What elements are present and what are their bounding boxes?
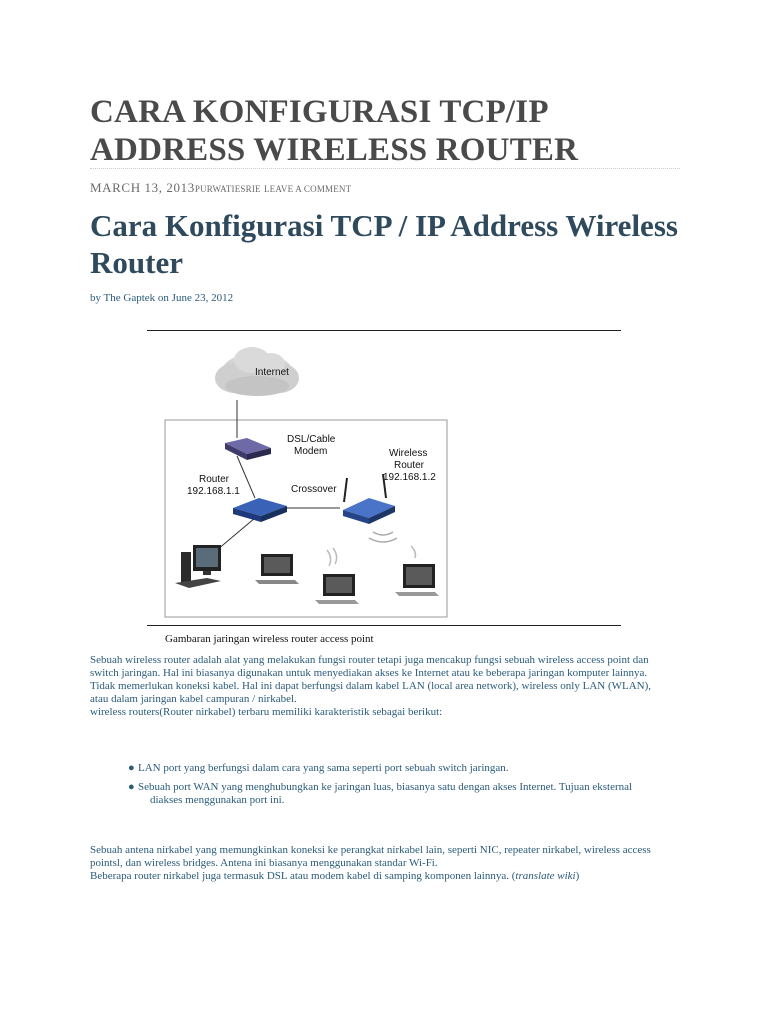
antenna-line: Beberapa router nirkabel juga termasuk D… [90,870,580,882]
intro-line: Tidak memerlukan koneksi kabel. Hal ini … [90,680,652,692]
wireless-label-line1: Wireless [389,448,427,459]
laptop-icon [395,564,439,596]
post-date[interactable]: MARCH 13, 2013 [90,180,195,195]
router-ip-label: 192.168.1.1 [187,486,240,497]
desktop-computer-icon [175,545,221,588]
wifi-waves-icon [368,531,398,543]
figure-top-rule [147,330,621,331]
modem-icon [225,438,271,460]
characteristics-list: ● LAN port yang berfungsi dalam cara yan… [128,762,688,813]
figure-caption: Gambaran jaringan wireless router access… [165,633,374,645]
antenna-paragraph: Sebuah antena nirkabel yang memungkinkan… [90,844,680,883]
byline: by The Gaptek on June 23, 2012 [90,292,234,304]
figure-bottom-rule [147,625,621,626]
wifi-waves-icon [326,545,417,567]
bullet-icon: ● [128,762,135,774]
intro-line: wireless routers(Router nirkabel) terbar… [90,706,443,718]
intro-paragraph: Sebuah wireless router adalah alat yang … [90,654,680,719]
intro-line: Sebuah wireless router adalah alat yang … [90,654,649,666]
translate-wiki-link[interactable]: translate wiki [515,870,576,882]
wireless-label-line2: Router [394,460,425,471]
list-item: ● Sebuah port WAN yang menghubungkan ke … [128,781,633,806]
leave-comment-link[interactable]: LEAVE A COMMENT [263,184,352,194]
laptop-icon [315,574,359,604]
intro-line: switch jaringan. Hal ini biasanya diguna… [90,667,648,679]
cloud-label: Internet [255,367,289,378]
network-diagram: Internet DSL/Cable Modem Router 192.168.… [164,347,448,618]
intro-line: atau dalam jaringan kabel campuran / nir… [90,693,297,705]
antenna-line: pointsl, dan wireless bridges. Antena in… [90,857,438,869]
title-divider [90,168,680,169]
post-meta: MARCH 13, 2013PURWATIESRIE LEAVE A COMME… [90,180,351,196]
diagram-frame [164,419,448,618]
wireless-router-icon [343,473,395,524]
router-icon [233,498,287,522]
cloud-icon [215,347,299,396]
list-item: ● LAN port yang berfungsi dalam cara yan… [128,762,509,774]
bullet-icon: ● [128,781,135,793]
post-title: Cara Konfigurasi TCP / IP Address Wirele… [90,208,678,280]
crossover-label: Crossover [291,484,337,495]
post-author[interactable]: PURWATIESRIE [194,184,261,194]
antenna-line: Sebuah antena nirkabel yang memungkinkan… [90,844,651,856]
modem-label-line1: DSL/Cable [287,434,336,445]
modem-label-line2: Modem [294,446,327,457]
laptop-icon [255,554,299,584]
page-title: CARA KONFIGURASI TCP/IP ADDRESS WIRELESS… [90,94,579,168]
router-label-line1: Router [199,474,230,485]
wireless-ip-label: 192.168.1.2 [383,472,436,483]
